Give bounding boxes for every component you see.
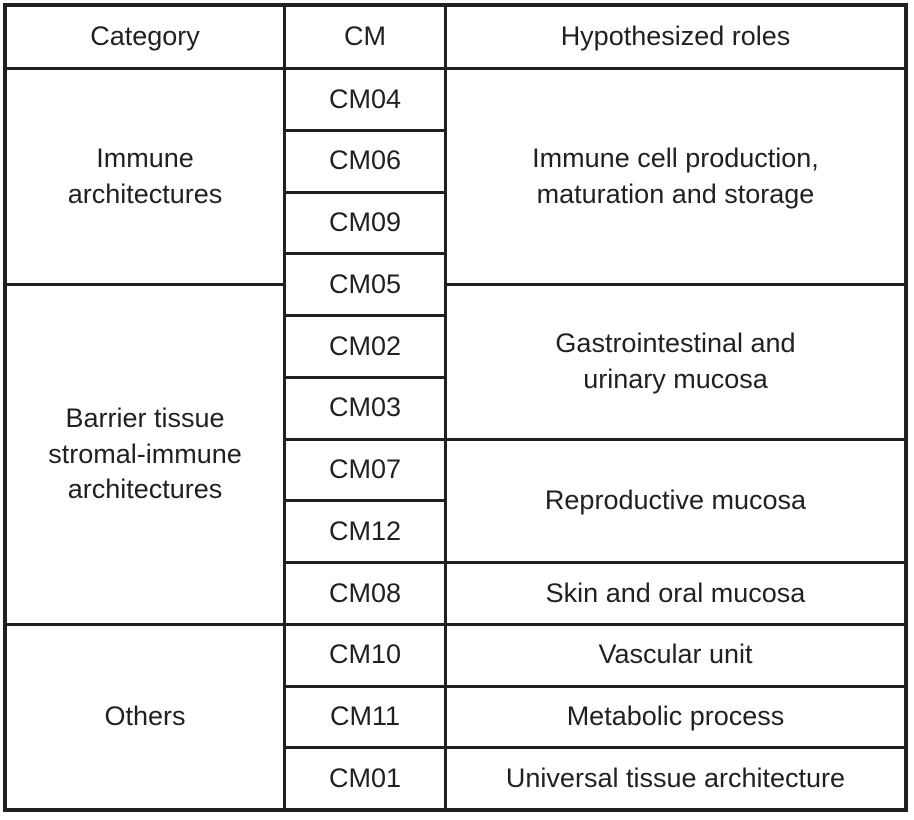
category-cell-immune-architectures: Immune architectures <box>7 70 283 284</box>
role-cell-immune-cell-production: Immune cell production, maturation and s… <box>447 70 904 284</box>
role-cell-metabolic-process: Metabolic process <box>447 687 904 747</box>
cm-cell-cm03: CM03 <box>286 378 444 438</box>
cm-cell-cm01: CM01 <box>286 749 444 808</box>
cm-roles-table: Category CM Hypothesized roles Immune ar… <box>3 3 908 812</box>
cm-cell-cm04: CM04 <box>286 70 444 129</box>
cm-cell-cm11: CM11 <box>286 687 444 747</box>
cm-cell-cm07: CM07 <box>286 440 444 500</box>
role-cell-skin-oral-mucosa: Skin and oral mucosa <box>447 564 904 623</box>
role-cell-vascular-unit: Vascular unit <box>447 625 904 685</box>
category-cell-others: Others <box>7 625 283 808</box>
cm-cell-cm10: CM10 <box>286 625 444 685</box>
cm-cell-cm05-straddling: CM05 <box>286 255 444 314</box>
header-cm: CM <box>286 7 444 67</box>
cm-cell-cm09: CM09 <box>286 193 444 253</box>
header-hypothesized-roles: Hypothesized roles <box>447 7 904 67</box>
header-category: Category <box>7 7 283 67</box>
cm-cell-cm02: CM02 <box>286 317 444 376</box>
cm-cell-cm12: CM12 <box>286 502 444 561</box>
cm-cell-cm08: CM08 <box>286 564 444 623</box>
role-cell-reproductive-mucosa: Reproductive mucosa <box>447 440 904 561</box>
cm-cell-cm06: CM06 <box>286 131 444 191</box>
role-cell-gastrointestinal-urinary: Gastrointestinal and urinary mucosa <box>447 286 904 438</box>
role-cell-universal-tissue-architecture: Universal tissue architecture <box>447 749 904 808</box>
category-cell-barrier-tissue: Barrier tissue stromal-immune architectu… <box>7 286 283 623</box>
